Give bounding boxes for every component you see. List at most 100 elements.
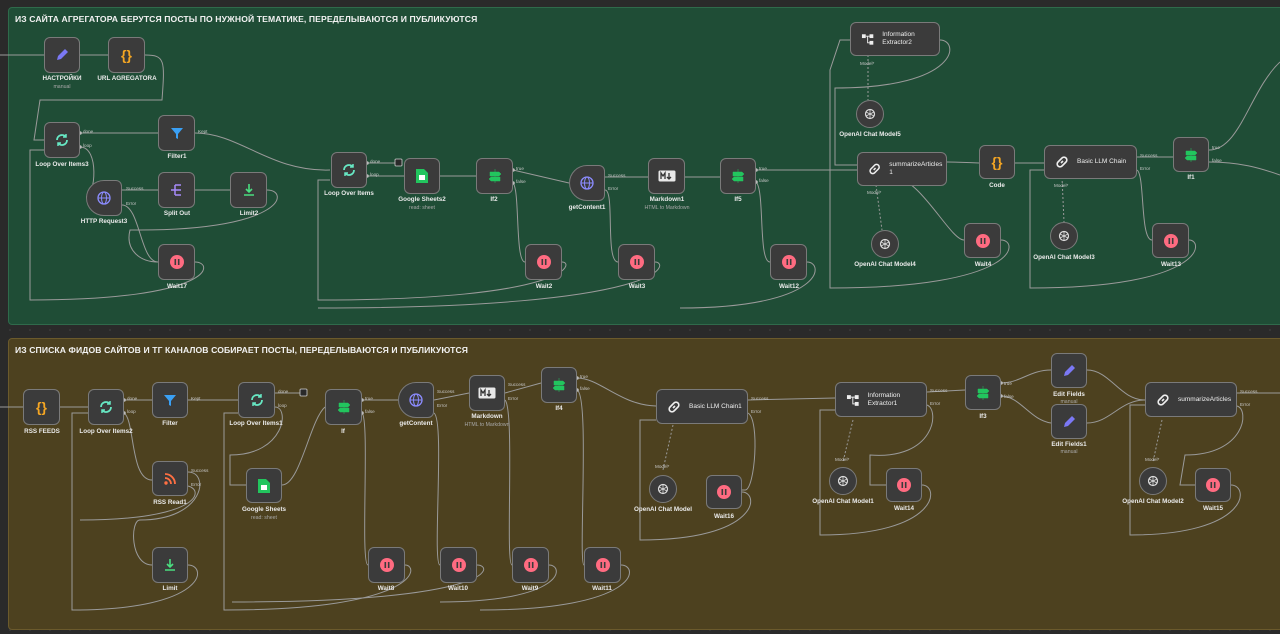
wait12-node[interactable] xyxy=(770,244,807,280)
edit-fields1-node[interactable] xyxy=(1051,404,1087,439)
limit-node[interactable] xyxy=(152,547,188,583)
wait4-node[interactable] xyxy=(964,223,1001,258)
globe-icon xyxy=(580,176,594,190)
node-label: Limit2 xyxy=(239,210,259,217)
node-label: Wait3 xyxy=(628,283,646,290)
filter-icon xyxy=(170,128,183,139)
port-label: Error xyxy=(751,409,762,414)
summarize-articles-node[interactable]: summarizeArticles xyxy=(1145,382,1237,417)
information-extractor1-node[interactable]: Information Extractor1 xyxy=(835,382,927,417)
port-label: Model* xyxy=(835,457,850,462)
summarize-articles1-node[interactable]: summarizeArticles 1 xyxy=(857,152,947,186)
port-label: done xyxy=(370,159,381,164)
markdown-node[interactable] xyxy=(469,375,505,411)
basic-llm-chain1-node[interactable]: Basic LLM Chain1 xyxy=(656,389,748,424)
wait8-node[interactable] xyxy=(368,547,405,583)
wait11-node[interactable] xyxy=(584,547,621,583)
if4-node[interactable] xyxy=(541,367,577,403)
node-label: Edit Fields xyxy=(1053,391,1085,398)
if2-node[interactable] xyxy=(476,158,513,194)
openai-chat-model1-node[interactable] xyxy=(829,467,857,495)
node-label: Google Sheets xyxy=(241,506,287,513)
code-node[interactable]: {} xyxy=(979,145,1015,179)
openai-chat-model4-node[interactable] xyxy=(871,230,899,258)
node-label: URL AGREGATORA xyxy=(97,75,157,82)
rss-read1-node[interactable] xyxy=(152,461,188,496)
http-request3-node[interactable] xyxy=(86,180,122,216)
wait3-node[interactable] xyxy=(618,244,655,280)
getcontent-node[interactable] xyxy=(398,382,434,418)
hierarchy-icon xyxy=(861,34,874,45)
split-out-node[interactable] xyxy=(158,172,195,208)
filter-node[interactable] xyxy=(152,382,188,418)
loop-over-items1-node[interactable] xyxy=(238,382,275,418)
filter1-node[interactable] xyxy=(158,115,195,151)
node-label: getContent1 xyxy=(568,204,606,211)
port-label: Success xyxy=(508,382,526,387)
node-subtitle: manual xyxy=(1060,399,1078,405)
if5-node[interactable] xyxy=(720,158,756,194)
wait9-node[interactable] xyxy=(512,547,549,583)
openai-icon xyxy=(1058,230,1070,242)
port-label: Success xyxy=(1140,153,1158,158)
url-agregatora-node[interactable]: {} xyxy=(108,37,145,73)
node-subtitle: read: sheet xyxy=(251,515,277,521)
markdown1-node[interactable] xyxy=(648,158,685,194)
pause-icon xyxy=(595,558,610,572)
wait17-node[interactable] xyxy=(158,244,195,280)
port-label: Success xyxy=(1240,389,1258,394)
openai-chat-model2-node[interactable] xyxy=(1139,467,1167,495)
wait16-node[interactable] xyxy=(706,475,742,509)
pause-icon xyxy=(379,558,394,572)
rss-feeds-node[interactable]: {} xyxy=(23,389,60,425)
edit-fields-node[interactable] xyxy=(1051,353,1087,388)
node-label: getContent xyxy=(399,420,433,427)
wait10-node[interactable] xyxy=(440,547,477,583)
node-subtitle: manual xyxy=(1060,449,1078,455)
loop-icon xyxy=(56,134,68,146)
port-label: Error xyxy=(608,186,619,191)
openai-chat-model5-node[interactable] xyxy=(856,100,884,128)
port-label: done xyxy=(127,396,138,401)
node-label: Basic LLM Chain1 xyxy=(689,402,742,410)
google-sheets2-node[interactable] xyxy=(404,158,440,194)
sticky-note-title: ИЗ САЙТА АГРЕГАТОРА БЕРУТСЯ ПОСТЫ ПО НУЖ… xyxy=(15,14,478,24)
if1-node[interactable] xyxy=(1173,137,1209,172)
openai-chat-model-node[interactable] xyxy=(649,475,677,503)
node-label: Loop Over Items2 xyxy=(79,428,133,435)
loop-over-items-node[interactable] xyxy=(331,152,367,188)
node-label: Basic LLM Chain xyxy=(1077,158,1127,165)
link-icon xyxy=(869,163,880,175)
pause-icon xyxy=(629,255,644,269)
wait15-node[interactable] xyxy=(1195,468,1231,502)
google-sheets-node[interactable] xyxy=(246,468,282,503)
if3-node[interactable] xyxy=(965,375,1001,410)
port-label: Success xyxy=(608,173,626,178)
node-label: OpenAI Chat Model4 xyxy=(854,261,916,268)
sticky-note-title: ИЗ СПИСКА ФИДОВ САЙТОВ И ТГ КАНАЛОВ СОБИ… xyxy=(15,345,469,355)
node-label: If2 xyxy=(490,196,498,203)
pencil-icon xyxy=(57,49,68,60)
basic-llm-chain-node[interactable]: Basic LLM Chain xyxy=(1044,145,1137,179)
limit2-node[interactable] xyxy=(230,172,267,208)
wait13-node[interactable] xyxy=(1152,223,1189,258)
loop-over-items2-node[interactable] xyxy=(88,389,124,425)
openai-chat-model3-node[interactable] xyxy=(1050,222,1078,250)
loop-over-items3-node[interactable] xyxy=(44,122,80,158)
markdown-icon xyxy=(658,170,675,182)
nastroiki-node[interactable] xyxy=(44,37,80,73)
node-label: If xyxy=(341,428,345,435)
node-label: Wait4 xyxy=(974,261,992,268)
port-label: Kept xyxy=(198,129,208,134)
wait2-node[interactable] xyxy=(525,244,562,280)
code-braces-icon: {} xyxy=(36,399,47,415)
if-icon xyxy=(337,400,350,414)
node-label: Loop Over Items xyxy=(324,190,374,197)
information-extractor2-node[interactable]: Information Extractor2 xyxy=(850,22,940,56)
node-subtitle: HTML to Markdown xyxy=(644,205,690,211)
if-node[interactable] xyxy=(325,389,362,425)
getcontent1-node[interactable] xyxy=(569,165,605,201)
wait14-node[interactable] xyxy=(886,468,922,502)
